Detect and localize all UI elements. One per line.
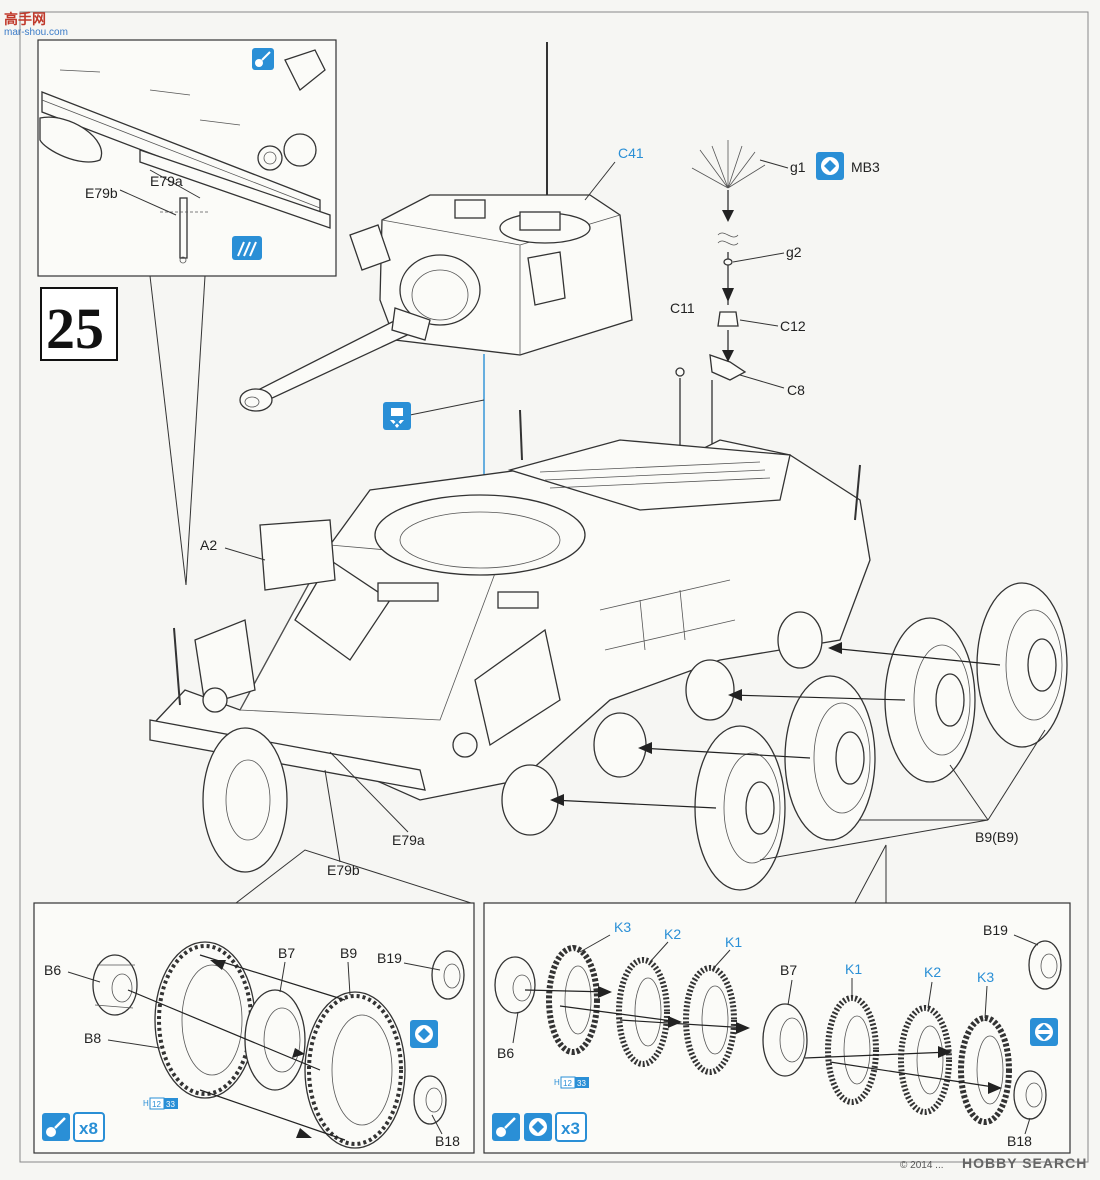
label-b18-right: B18: [1007, 1133, 1032, 1149]
label-a2: A2: [200, 537, 217, 553]
part-k3-ring-b: [958, 1015, 1012, 1125]
color-code-left: H 12 33: [143, 1097, 178, 1110]
svg-text:33: 33: [166, 1100, 175, 1109]
label-c41: C41: [618, 145, 644, 161]
part-b8-tire: [154, 941, 256, 1099]
decal-icon: [816, 152, 844, 180]
road-wheels: [550, 582, 1068, 891]
svg-text:12: 12: [563, 1079, 572, 1088]
label-b18-left: B18: [435, 1133, 460, 1149]
label-e79a: E79a: [392, 832, 425, 848]
glue-icon-right-panel: [492, 1113, 520, 1141]
glue-icon-left-panel: [42, 1113, 70, 1141]
label-b6-left: B6: [44, 962, 61, 978]
part-b7-rim: [244, 989, 306, 1091]
svg-text:12: 12: [152, 1100, 161, 1109]
label-e79b: E79b: [327, 862, 360, 878]
svg-text:H: H: [143, 1099, 149, 1108]
part-k1-ring-b: [825, 995, 879, 1105]
decal-icon-left-panel: [410, 1020, 438, 1048]
multiplier-left: x8: [73, 1112, 105, 1142]
part-b18-left: [413, 1075, 447, 1125]
step-number: 25: [46, 296, 104, 361]
label-b8-left: B8: [84, 1030, 101, 1046]
road-wheel-1: [694, 725, 786, 891]
leader-e79a: [329, 751, 409, 833]
leader-c41: [584, 161, 616, 201]
leader-e79b: [324, 769, 341, 863]
svg-text:H: H: [554, 1078, 560, 1087]
part-k2-ring-a: [616, 957, 670, 1067]
watermark-en: mar-shou.com: [4, 27, 68, 38]
road-wheel-3: [884, 617, 976, 783]
part-b18-right: [1013, 1070, 1047, 1120]
turret-assembly: [239, 42, 633, 412]
label-g2: g2: [786, 244, 802, 260]
label-c8: C8: [787, 382, 805, 398]
road-wheel-4: [976, 582, 1068, 748]
footer-brand: HOBBY SEARCH: [962, 1155, 1087, 1171]
label-k2-b: K2: [924, 964, 941, 980]
label-k2-a: K2: [664, 926, 681, 942]
watermark-cn: 高手网: [4, 11, 46, 27]
part-k1-ring-a: [683, 965, 737, 1075]
label-b7-right: B7: [780, 962, 797, 978]
part-b19-left: [431, 950, 465, 1000]
road-wheel-2: [784, 675, 876, 841]
inset-leader-right: [185, 275, 206, 586]
label-b9-b9: B9(B9): [975, 829, 1019, 845]
label-k1-a: K1: [725, 934, 742, 950]
part-b7-right: [762, 1003, 808, 1077]
label-c12: C12: [780, 318, 806, 334]
multiplier-x3: x3: [561, 1119, 580, 1138]
footer-credit: © 2014 ...: [900, 1160, 944, 1171]
label-e79b-top: E79b: [85, 185, 118, 201]
panel-left: B6 B7 B9 B19 B8 B18 H 12 33 x8: [33, 902, 475, 1154]
cement-icon: [232, 236, 262, 260]
label-k3-b: K3: [977, 969, 994, 985]
part-b6-left: [92, 954, 138, 1016]
label-b19-right: B19: [983, 922, 1008, 938]
part-b9-tire: [304, 991, 406, 1149]
label-b19-left: B19: [377, 950, 402, 966]
panel-right: K3 K2 K1 B7 K1 K2 K3 B19 B6 B18 H 12 33: [483, 902, 1071, 1154]
step-box: 25: [40, 287, 118, 361]
svg-text:33: 33: [577, 1079, 586, 1088]
flip-icon-right-panel: [1030, 1018, 1058, 1046]
callout-right: [854, 844, 887, 904]
part-b19-right: [1028, 940, 1062, 990]
detail-inset: E79b E79a: [37, 39, 337, 277]
label-k3-a: K3: [614, 919, 631, 935]
watermark-logo: 高手网 mar-shou.com: [4, 11, 68, 38]
page-frame: [19, 11, 1089, 1163]
part-b6-right: [494, 956, 536, 1014]
callout-left: [235, 849, 472, 904]
no-glue-icon: [383, 402, 411, 430]
hull-assembly: [149, 409, 871, 873]
multiplier-right: x3: [555, 1112, 587, 1142]
leader-a2: [224, 547, 266, 561]
inset-leader-left: [149, 275, 187, 586]
label-mb3: MB3: [851, 159, 880, 175]
label-c11: C11: [670, 300, 695, 316]
label-b6-right: B6: [497, 1045, 514, 1061]
leader-fix-icon: [409, 399, 485, 416]
color-code-right: H 12 33: [554, 1076, 589, 1089]
part-k2-ring-b: [898, 1005, 952, 1115]
label-b9-left: B9: [340, 945, 357, 961]
label-k1-b: K1: [845, 961, 862, 977]
label-e79a-top: E79a: [150, 173, 183, 189]
decal-icon-right-panel: [524, 1113, 552, 1141]
part-k3-ring-a: [546, 945, 600, 1055]
multiplier-x8: x8: [79, 1119, 98, 1138]
glue-icon: [252, 48, 274, 70]
label-b7-left: B7: [278, 945, 295, 961]
label-g1: g1: [790, 159, 806, 175]
